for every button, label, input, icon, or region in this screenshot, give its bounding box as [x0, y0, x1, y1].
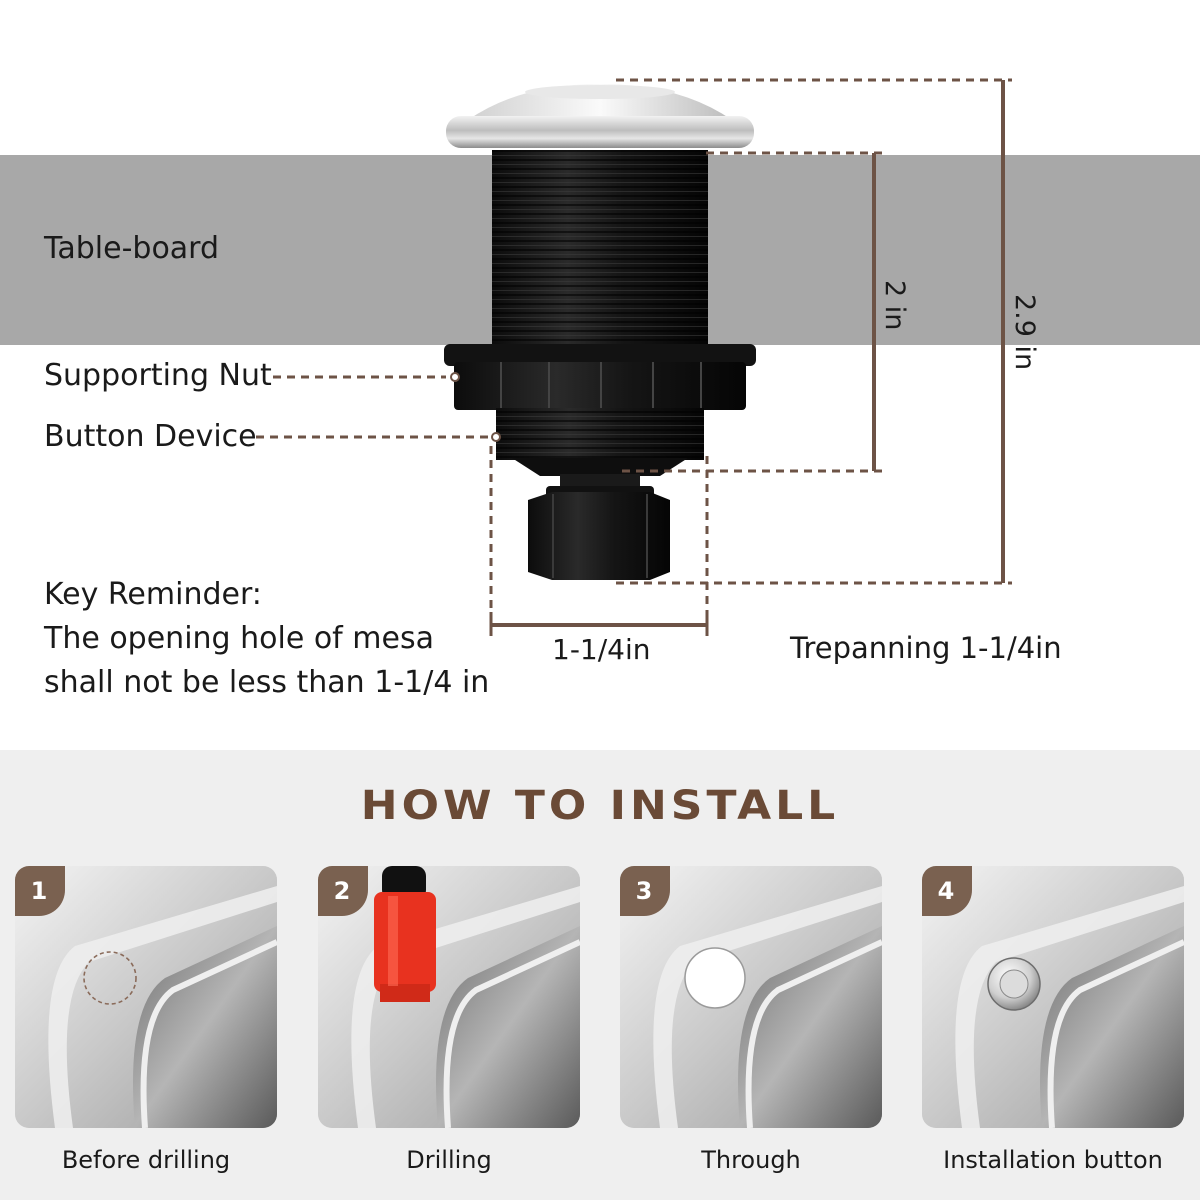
step-number-1: 1	[15, 866, 65, 916]
step-card-2: 2	[318, 866, 580, 1128]
height-2in-label: 2 in	[879, 280, 910, 331]
step-number-2: 2	[318, 866, 368, 916]
install-title: HOW TO INSTALL	[360, 782, 840, 829]
step-caption-1: Before drilling	[61, 1146, 231, 1174]
air-fitting	[528, 474, 670, 580]
step-number-4: 4	[922, 866, 972, 916]
dimension-lines	[256, 78, 1012, 636]
key-reminder-heading: Key Reminder:	[44, 577, 262, 612]
step-caption-3: Through	[701, 1146, 801, 1174]
product-diagram	[256, 78, 1012, 636]
supporting-nut-label: Supporting Nut	[44, 358, 272, 393]
sink-image-installation-button	[922, 866, 1184, 1128]
step-card-1: 1	[15, 866, 277, 1128]
threaded-body	[492, 150, 708, 350]
sink-image-through	[620, 866, 882, 1128]
step-number-3: 3	[620, 866, 670, 916]
chrome-cap	[446, 84, 754, 148]
supporting-nut	[444, 344, 756, 410]
lower-thread	[496, 408, 704, 476]
table-board-label: Table-board	[44, 231, 220, 266]
height-total-label: 2.9 in	[1009, 294, 1040, 371]
step-caption-4: Installation button	[943, 1146, 1163, 1174]
trepanning-label: Trepanning 1-1/4in	[790, 631, 1062, 665]
sink-image-before-drilling	[15, 866, 277, 1128]
width-dimension-label: 1-1/4in	[552, 633, 651, 666]
button-device-label: Button Device	[44, 419, 257, 454]
step-caption-2: Drilling	[406, 1146, 492, 1174]
key-reminder-line3: shall not be less than 1-1/4 in	[44, 665, 490, 700]
step-card-4: 4	[922, 866, 1184, 1128]
step-card-3: 3	[620, 866, 882, 1128]
key-reminder-line2: The opening hole of mesa	[44, 621, 434, 656]
sink-image-drilling	[318, 866, 580, 1128]
